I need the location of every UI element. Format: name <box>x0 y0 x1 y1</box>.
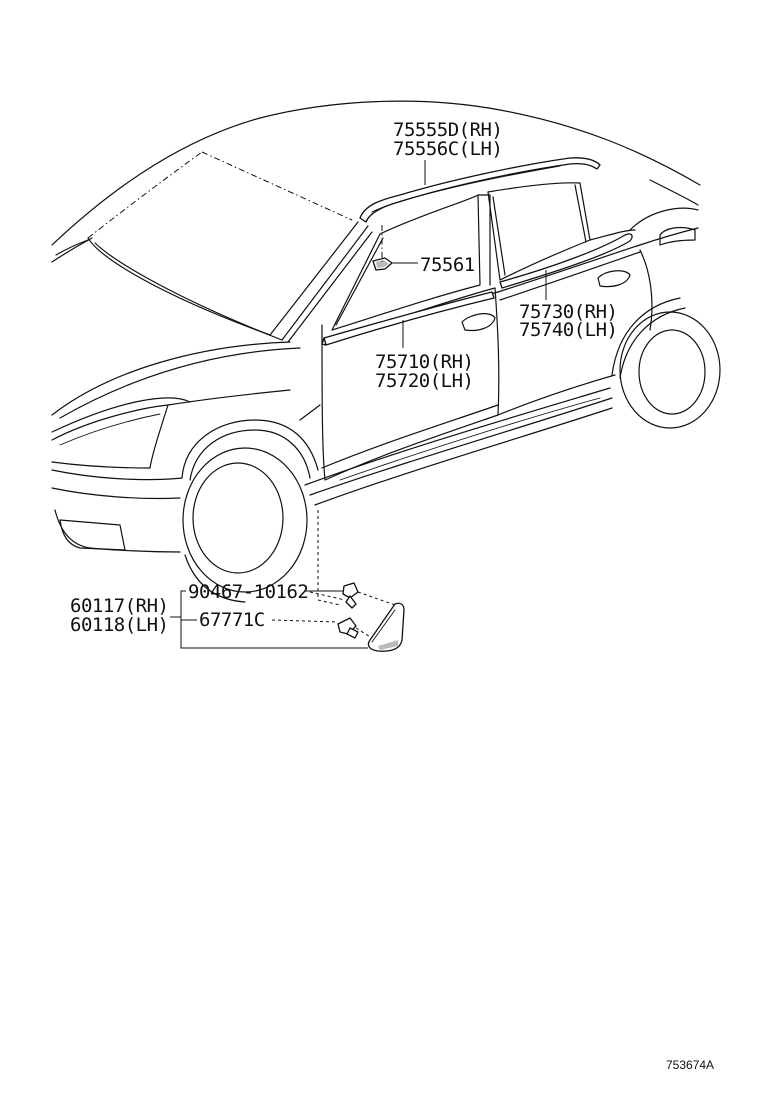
rear-door-molding <box>499 233 633 289</box>
leader-lines <box>170 160 547 649</box>
label-screw: 90467-10162 <box>188 581 308 603</box>
mudguard-clip-icon <box>337 617 359 639</box>
label-front-door-molding-rh: 75710(RH) <box>375 351 473 373</box>
label-rear-door-molding-lh: 75740(LH) <box>519 319 617 341</box>
label-mudguard-rh: 60117(RH) <box>70 595 168 617</box>
label-roof-clip: 75561 <box>420 254 475 276</box>
roof-clip-icon <box>372 257 393 271</box>
label-roof-molding-lh: 75556C(LH) <box>393 138 502 160</box>
label-roof-molding-rh: 75555D(RH) <box>393 119 502 141</box>
screw-icon <box>342 582 359 609</box>
label-rear-door-molding-rh: 75730(RH) <box>519 301 617 323</box>
mudguard-guide-line <box>317 510 341 606</box>
roof-molding <box>359 157 601 223</box>
diagram-reference-number: 753674A <box>666 1058 714 1072</box>
rocker-molding <box>339 397 601 481</box>
mudguard-icon <box>367 602 405 652</box>
label-mudguard-lh: 60118(LH) <box>70 614 168 636</box>
label-mudguard-clip: 67771C <box>199 609 265 631</box>
front-door-molding <box>321 291 495 346</box>
mudguard-assembly <box>337 582 405 652</box>
label-front-door-molding-lh: 75720(LH) <box>375 370 473 392</box>
